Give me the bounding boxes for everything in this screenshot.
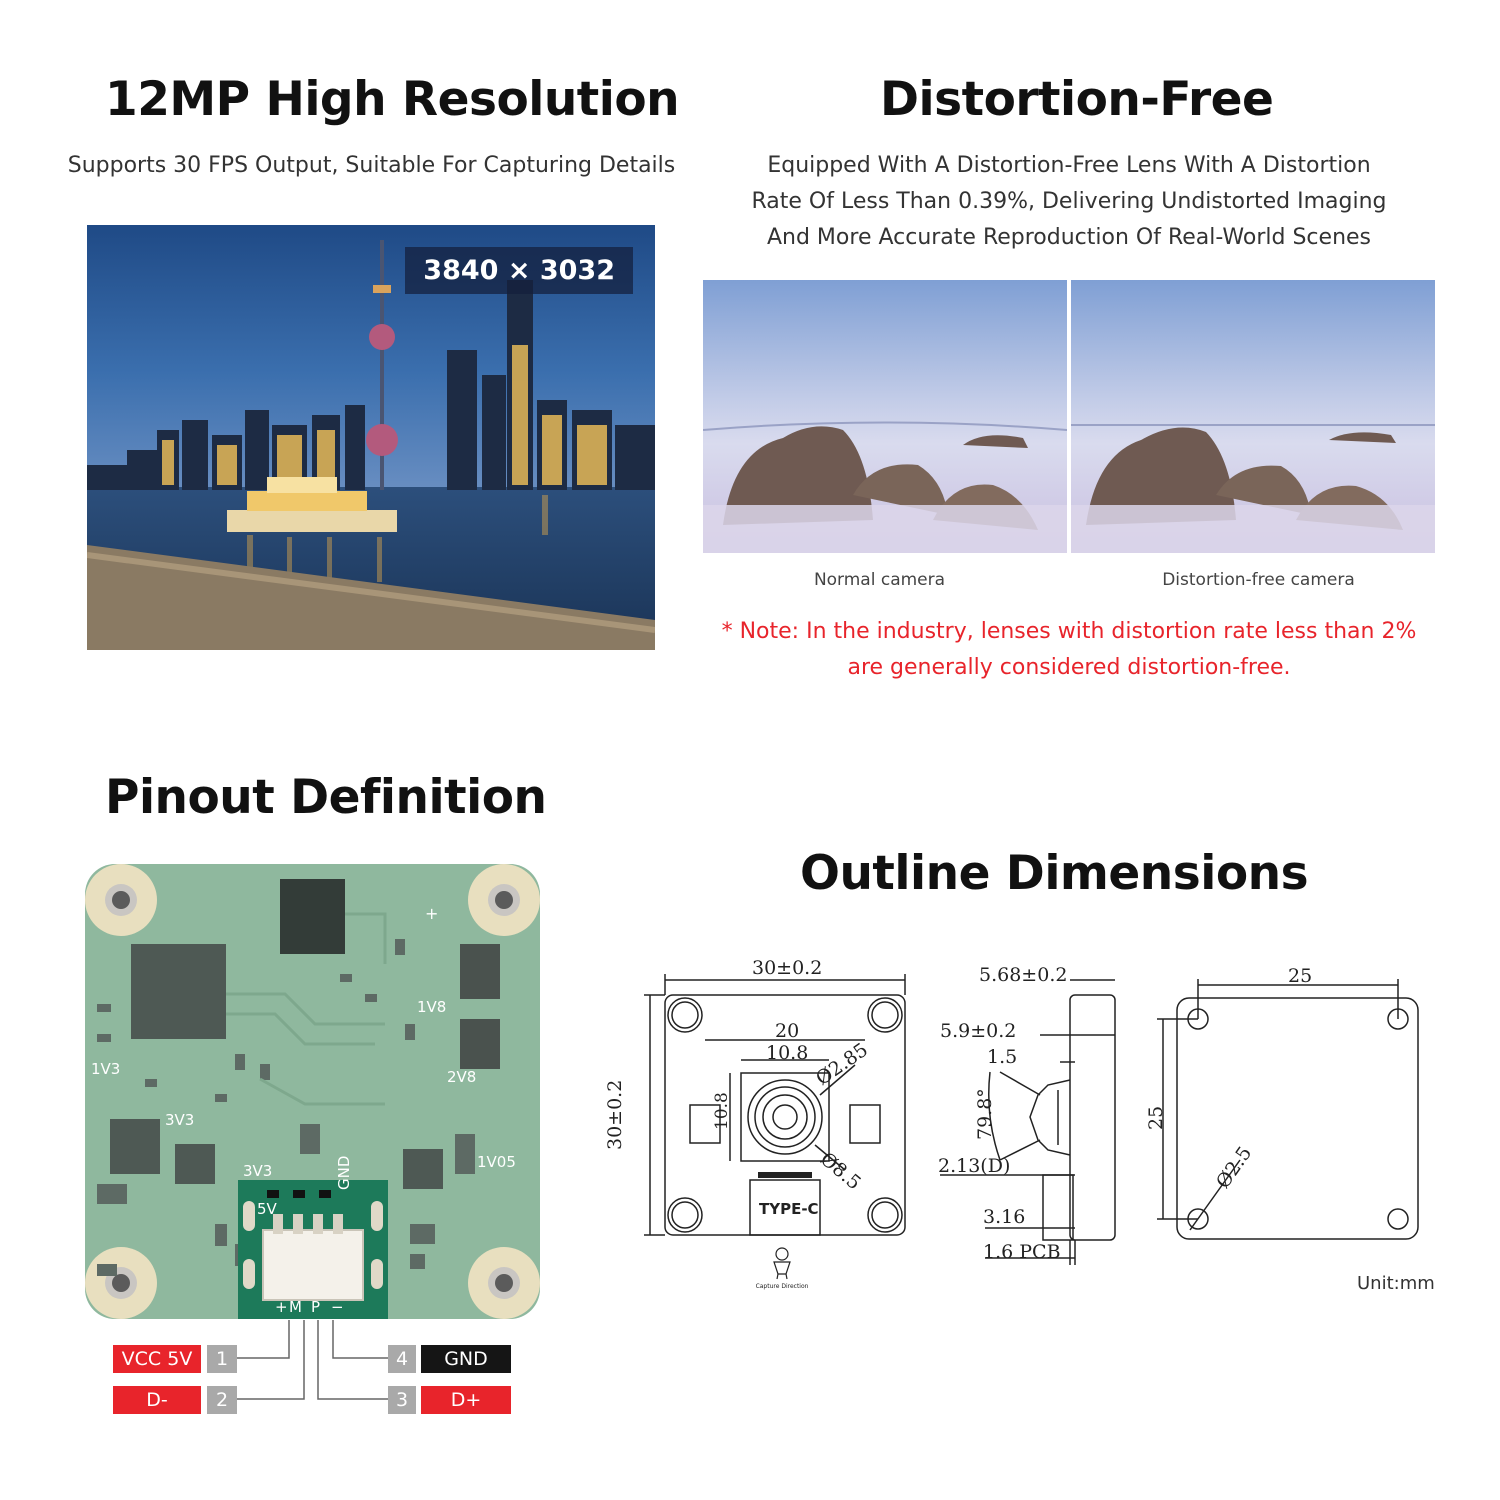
distortion-note-line: are generally considered distortion-free… [847, 655, 1291, 680]
label-pin-minus: − [331, 1298, 344, 1316]
distortion-free-photo [1071, 280, 1435, 553]
side-total-dim: 5.68±0.2 [979, 964, 1068, 986]
label-5v: 5V [257, 1200, 277, 1218]
front-height-dim: 30±0.2 [604, 1079, 626, 1150]
label-1v8: 1V8 [417, 998, 447, 1016]
label-3v3-2: 3V3 [243, 1162, 273, 1180]
resolution-title: 12MP High Resolution [105, 72, 680, 127]
capture-direction-label: Capture Direction [755, 1283, 809, 1290]
label-plus-led: + [425, 904, 439, 923]
front-lens-height-dim: 10.8 [712, 1092, 732, 1130]
pin-3-label: D+ [421, 1386, 511, 1414]
label-2v8: 2V8 [447, 1068, 477, 1086]
distortion-title: Distortion-Free [880, 72, 1274, 127]
normal-camera-photo [703, 280, 1067, 553]
resolution-subtitle: Supports 30 FPS Output, Suitable For Cap… [67, 153, 676, 178]
pinout-title: Pinout Definition [105, 770, 547, 825]
pin-1-label: VCC 5V [113, 1345, 201, 1373]
capture-direction-icon [768, 1246, 796, 1280]
label-1v05: 1V05 [477, 1153, 516, 1171]
side-d1-dim: 1.5 [987, 1046, 1018, 1068]
front-connector-label: TYPE-C [759, 1200, 819, 1218]
unit-label: Unit:mm [1357, 1273, 1435, 1294]
city-night-photo: 3840 × 3032 [87, 225, 655, 650]
pin-3-number: 3 [388, 1386, 416, 1414]
label-pin-m: M [289, 1298, 302, 1316]
front-width-dim: 30±0.2 [752, 957, 823, 979]
front-view-drawing [644, 974, 906, 1236]
side-d2-dim: 2.13(D) [938, 1155, 1011, 1177]
pin-4-number: 4 [388, 1345, 416, 1373]
pin-4-label: GND [421, 1345, 511, 1373]
distortion-subtitle-line: Equipped With A Distortion-Free Lens Wit… [767, 153, 1371, 178]
label-pin-p: P [311, 1298, 321, 1316]
pin-2-number: 2 [207, 1386, 237, 1414]
distortion-subtitle-line: Rate Of Less Than 0.39%, Delivering Undi… [751, 189, 1387, 214]
side-view-drawing [940, 979, 1116, 1265]
front-inner-width-dim: 20 [775, 1020, 800, 1042]
distortion-note: * Note: In the industry, lenses with dis… [700, 614, 1438, 686]
front-lens-width-dim: 10.8 [766, 1042, 809, 1064]
outline-title: Outline Dimensions [800, 846, 1309, 901]
pcb-board: 1V8 1V3 2V8 3V3 3V3 1V05 5V GND + + M P … [85, 864, 540, 1320]
label-3v3: 3V3 [165, 1111, 195, 1129]
distortion-note-line: * Note: In the industry, lenses with dis… [721, 619, 1417, 644]
resolution-badge: 3840 × 3032 [405, 247, 633, 294]
back-width-dim: 25 [1288, 965, 1313, 987]
distortion-free-caption: Distortion-free camera [1162, 570, 1355, 590]
side-pcb-dim: 1.6 PCB [983, 1241, 1061, 1263]
normal-camera-caption: Normal camera [813, 570, 946, 590]
label-1v3: 1V3 [91, 1060, 121, 1078]
back-height-dim: 25 [1145, 1105, 1167, 1130]
side-lens-dim: 5.9±0.2 [940, 1020, 1017, 1042]
distortion-subtitle-line: And More Accurate Reproduction Of Real-W… [766, 225, 1372, 250]
pin-1-number: 1 [207, 1345, 237, 1373]
side-angle-dim: 79.8° [974, 1088, 996, 1140]
distortion-subtitle: Equipped With A Distortion-Free Lens Wit… [705, 148, 1433, 256]
label-pin-plus: + [275, 1298, 288, 1316]
side-d3-dim: 3.16 [983, 1206, 1026, 1228]
back-view-drawing [1157, 979, 1419, 1240]
pin-2-label: D- [113, 1386, 201, 1414]
